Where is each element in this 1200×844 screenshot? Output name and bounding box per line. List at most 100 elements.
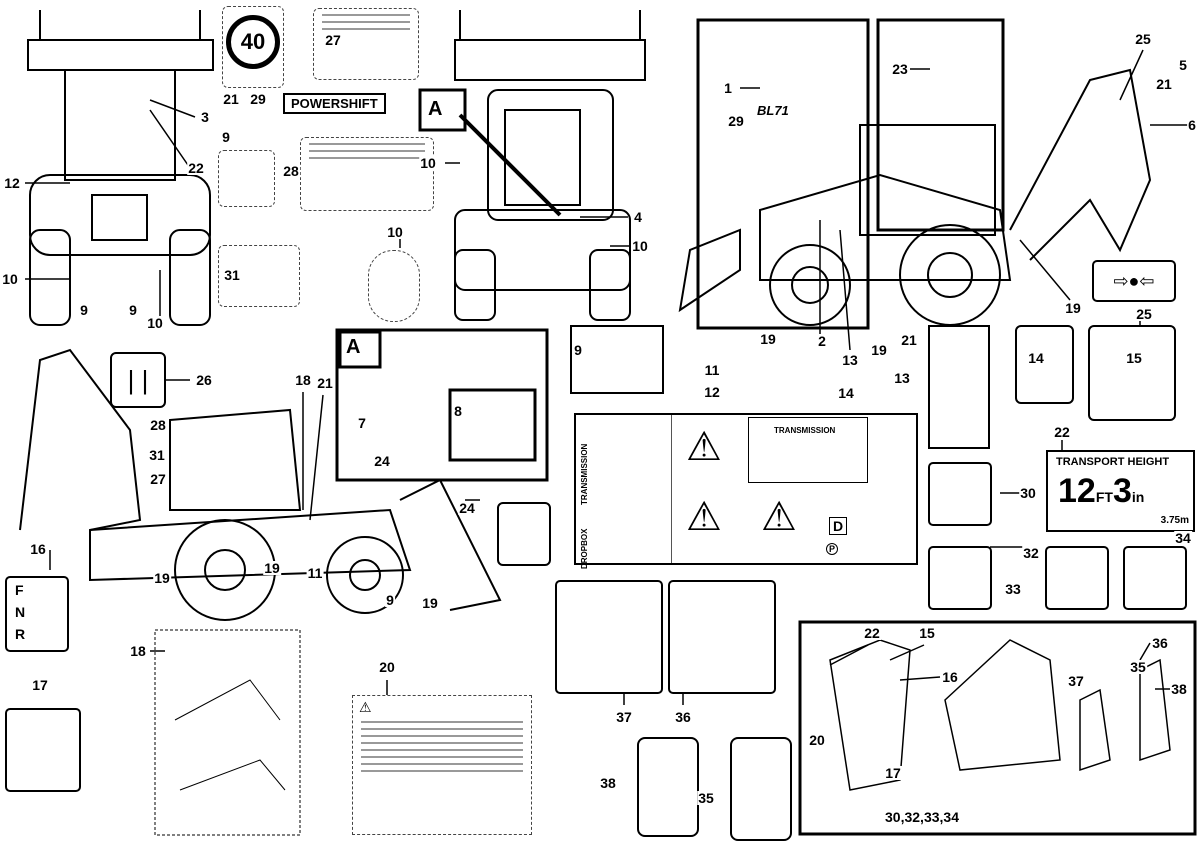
callout: 10 (631, 238, 649, 254)
in-value: 3 (1112, 472, 1132, 510)
callout: 8 (453, 403, 463, 419)
callout: 9 (385, 592, 395, 608)
speed-limit-value: 40 (226, 15, 280, 69)
callout: 10 (1, 271, 19, 287)
callout: 9 (79, 302, 89, 318)
view-a-label-top: A (428, 98, 443, 120)
callout: 17 (884, 765, 902, 781)
gear-selector-decal: F N R (5, 576, 69, 652)
transmission-label-top: TRANSMISSION (774, 426, 836, 435)
front-view-loader (27, 10, 214, 326)
callout: 18 (294, 372, 312, 388)
callout: 32 (1022, 545, 1040, 561)
transmission-label-side: TRANSMISSION (580, 443, 589, 505)
callout: 27 (149, 471, 167, 487)
callout: 14 (837, 385, 855, 401)
callout: 24 (373, 453, 391, 469)
gear-forward: F (15, 582, 24, 598)
view-a-label-side: A (346, 336, 361, 358)
callout: 10 (386, 224, 404, 240)
callout: 10 (419, 155, 437, 171)
callout: 29 (727, 113, 745, 129)
callout: 37 (1067, 673, 1085, 689)
speed-limit-decal: 40 (222, 6, 284, 88)
ft-unit: FT (1095, 489, 1113, 505)
callout: 14 (1027, 350, 1045, 366)
diesel-fuel-icon: D (829, 517, 848, 535)
callout: 23 (891, 61, 909, 77)
control-pattern-decal-30 (928, 462, 992, 526)
differential-lock-decal (5, 708, 81, 792)
model-badge: BL71 (757, 103, 789, 118)
callout: 16 (941, 669, 959, 685)
callout: 9 (128, 302, 138, 318)
callout: 9 (221, 129, 231, 145)
callout: 34 (1174, 530, 1192, 546)
pause-decal: | | (110, 352, 166, 408)
warning-icon: ⚠ (761, 495, 797, 539)
callout: 17 (31, 677, 49, 693)
callout: 1 (723, 80, 733, 96)
gear-neutral: N (15, 604, 26, 620)
callout: 13 (841, 352, 859, 368)
safety-instruction-decal: ⚠ (352, 695, 532, 835)
decal-35 (730, 737, 792, 841)
transport-height-metric: 3.75m (1160, 515, 1189, 526)
gear-reverse: R (15, 626, 26, 642)
dropbox-label: DROPBOX (580, 528, 589, 569)
callout: 30,32,33,34 (884, 809, 960, 825)
callout: 21 (222, 91, 240, 107)
callout: 15 (918, 625, 936, 641)
control-pattern-decal-33 (1045, 546, 1109, 610)
callout: 26 (195, 372, 213, 388)
service-decal-panel: TRANSMISSION DROPBOX TRANSMISSION ⚠ ⚠ ⚠ … (574, 413, 918, 569)
lifting-hook-decal (368, 250, 420, 322)
callout: 15 (1125, 350, 1143, 366)
callout: 38 (1170, 681, 1188, 697)
callout: 21 (1155, 76, 1173, 92)
callout: 6 (1187, 117, 1197, 133)
callout: 22 (187, 160, 205, 176)
ft-value: 12 (1058, 472, 1096, 510)
callout: 19 (759, 331, 777, 347)
callout: 3 (200, 109, 210, 125)
callout: 19 (1064, 300, 1082, 316)
side-view-loader-left (19, 328, 549, 621)
callout: 28 (282, 163, 300, 179)
alignment-decal: ⇨●⇦ (1092, 260, 1176, 302)
callout: 33 (1004, 581, 1022, 597)
callout: 7 (357, 415, 367, 431)
control-pattern-decal-32 (928, 546, 992, 610)
oil-manual-decal (928, 325, 990, 449)
seat-belt-decal (1088, 325, 1176, 421)
callout: 20 (378, 659, 396, 675)
callout: 22 (863, 625, 881, 641)
callout: 35 (697, 790, 715, 806)
panel-divider (671, 415, 672, 563)
control-pattern-decal-34 (1123, 546, 1187, 610)
decal-map-sheet (154, 629, 301, 836)
callout: 2 (817, 333, 827, 349)
callout: 18 (129, 643, 147, 659)
callout: 12 (703, 384, 721, 400)
callout: 24 (458, 500, 476, 516)
callout: 21 (316, 375, 334, 391)
callout: 37 (615, 709, 633, 725)
control-pattern-decal-36 (668, 580, 776, 694)
callout: 36 (674, 709, 692, 725)
callout: 5 (1178, 57, 1188, 73)
callout: 16 (29, 541, 47, 557)
callout: 38 (599, 775, 617, 791)
in-unit: in (1131, 489, 1145, 505)
callout: 25 (1134, 31, 1152, 47)
callout: 13 (893, 370, 911, 386)
callout: 12 (3, 175, 21, 191)
callout: 36 (1151, 635, 1169, 651)
decal-24 (497, 502, 551, 566)
callout: 11 (703, 362, 721, 378)
callout: 35 (1129, 659, 1147, 675)
warning-icon: ⚠ (359, 699, 372, 715)
callout: 11 (306, 565, 324, 581)
transport-height-title: TRANSPORT HEIGHT (1056, 456, 1170, 468)
